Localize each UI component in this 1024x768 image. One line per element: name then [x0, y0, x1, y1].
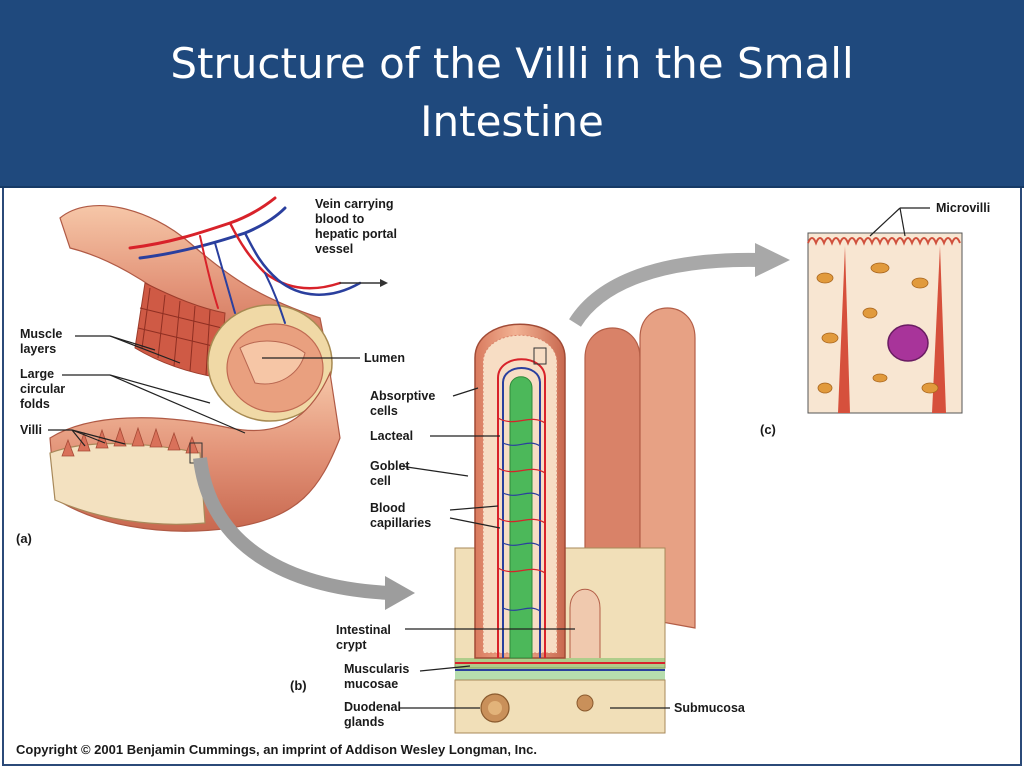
label-duodenal-glands: Duodenal glands: [344, 700, 404, 729]
label-circular-folds: Large circular folds: [20, 367, 69, 411]
label-intestinal-crypt: Intestinal crypt: [336, 623, 394, 652]
label-lumen: Lumen: [364, 351, 405, 365]
label-lacteal: Lacteal: [370, 429, 413, 443]
figure-frame: [2, 188, 1022, 766]
panel-label-b: (b): [290, 678, 307, 693]
arrow-b-to-c-head: [755, 243, 790, 277]
label-absorptive-cells: Absorptive cells: [370, 389, 439, 418]
title-bar: Structure of the Villi in the Small Inte…: [0, 0, 1024, 188]
label-goblet-cell: Goblet cell: [370, 459, 413, 488]
label-microvilli: Microvilli: [936, 201, 990, 215]
cell-illustration: [807, 232, 963, 414]
panel-label-a: (a): [16, 531, 32, 546]
label-muscularis-mucosae: Muscularis mucosae: [344, 662, 413, 691]
copyright-text: Copyright © 2001 Benjamin Cummings, an i…: [16, 742, 537, 757]
villus-illustration: [454, 307, 696, 734]
label-blood-capillaries: Blood capillaries: [370, 501, 431, 530]
villi-diagram: Vein carrying blood to hepatic portal ve…: [16, 196, 990, 757]
arrow-a-to-b-head: [385, 576, 415, 610]
label-muscle-layers: Muscle layers: [20, 327, 66, 356]
arrow-a-to-b: [193, 457, 391, 600]
panel-label-c: (c): [760, 422, 776, 437]
slide-title: Structure of the Villi in the Small Inte…: [170, 39, 854, 146]
label-villi: Villi: [20, 423, 42, 437]
label-submucosa: Submucosa: [674, 701, 746, 715]
label-vein: Vein carrying blood to hepatic portal ve…: [315, 197, 400, 256]
intestine-illustration: [49, 196, 388, 532]
leader-lines: [48, 207, 930, 709]
arrow-b-to-c: [569, 252, 761, 327]
